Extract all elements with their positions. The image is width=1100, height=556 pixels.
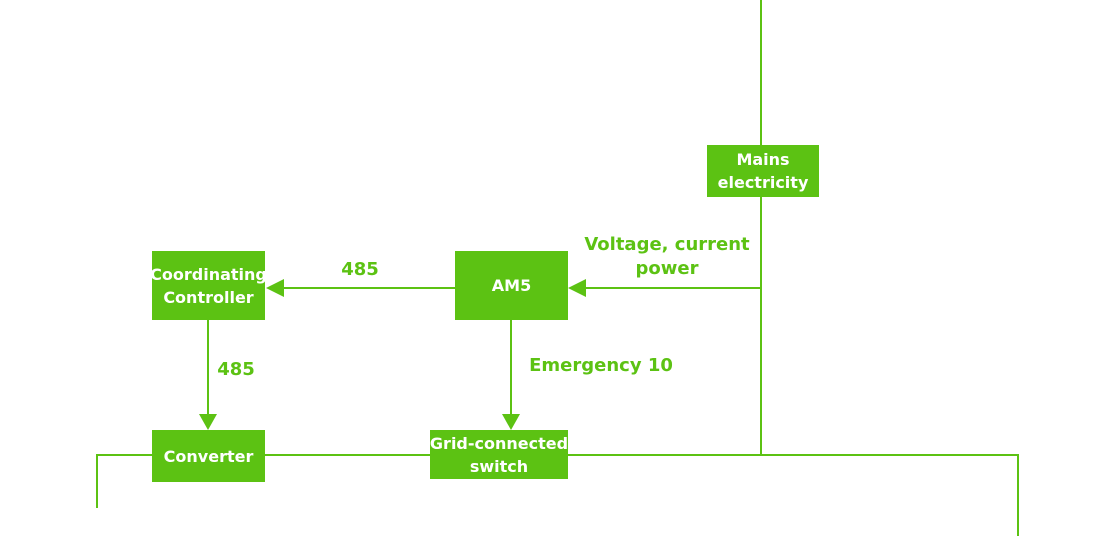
converter-label: Converter (163, 446, 254, 466)
mains-electricity-node: Mains electricity (707, 145, 819, 197)
edge-label-mains-am5-line2: power (635, 258, 699, 279)
edge-label-emergency-text: Emergency 10 (529, 355, 673, 376)
edge-label-controller-converter: 485 (196, 358, 276, 382)
controller-label-line2: Controller (163, 287, 254, 307)
edge-label-mains-am5: Voltage, current power (580, 233, 754, 281)
am5-label: AM5 (491, 276, 532, 295)
arrowhead-controller-left (266, 279, 284, 297)
edge-label-mains-am5-line1: Voltage, current (584, 234, 750, 255)
mains-label-line2: electricity (717, 173, 809, 192)
am5-node: AM5 (455, 251, 568, 320)
controller-label-line1: Coordinating (150, 264, 267, 284)
arrowhead-switch-down (502, 414, 520, 430)
grid-connected-switch-node: Grid-connected switch (430, 430, 568, 479)
edge-label-emergency: Emergency 10 (526, 354, 676, 378)
arrowhead-converter-down (199, 414, 217, 430)
converter-node: Converter (152, 430, 265, 482)
coordinating-controller-node: Coordinating Controller (150, 251, 267, 320)
switch-label-line1: Grid-connected (429, 433, 569, 453)
mains-label-line1: Mains (736, 150, 790, 169)
edge-label-am5-controller: 485 (320, 258, 400, 282)
edge-label-controller-converter-text: 485 (217, 359, 255, 380)
arrowhead-am5-left (568, 279, 586, 297)
edge-label-am5-controller-text: 485 (341, 259, 379, 280)
switch-label-line2: switch (469, 456, 529, 476)
